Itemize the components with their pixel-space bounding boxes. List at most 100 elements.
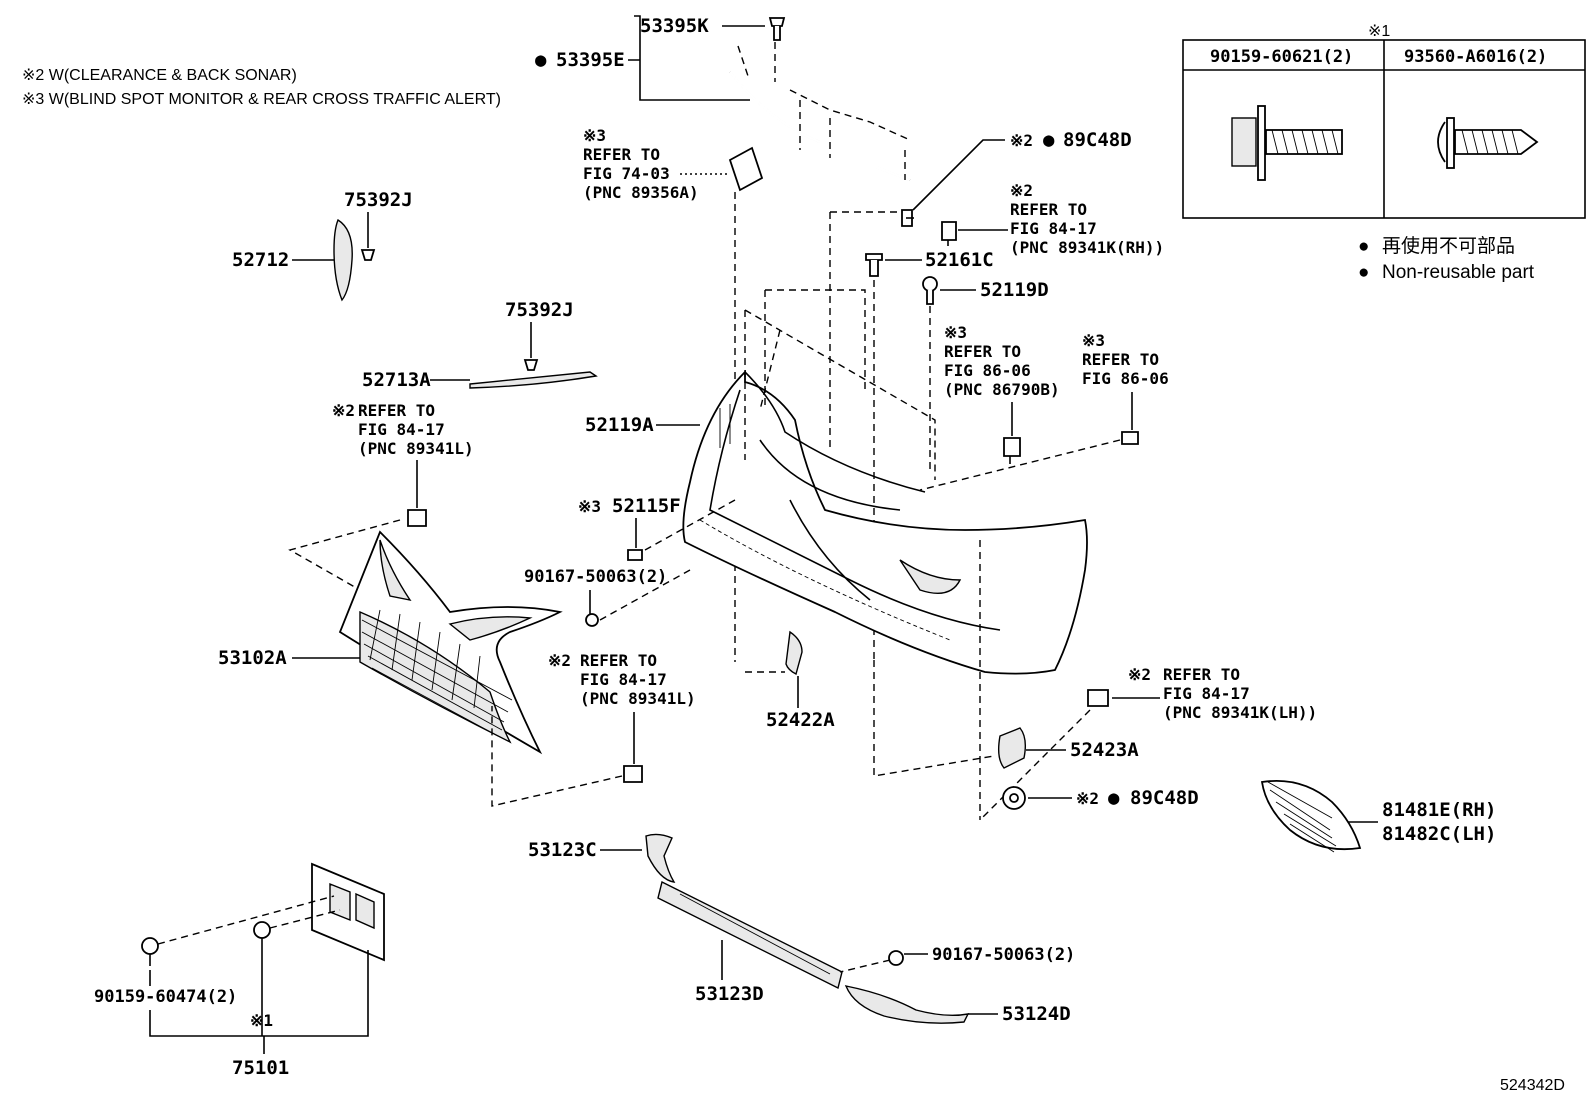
svg-text:※2: ※2	[1010, 181, 1033, 200]
legend-dot-2: ●	[1358, 262, 1369, 283]
svg-text:(PNC 89341L): (PNC 89341L)	[358, 439, 474, 458]
part-81482C: 81482C(LH)	[1382, 823, 1496, 845]
sensor-icon	[407, 509, 427, 527]
mark-89C48D-bottom: ※2	[1076, 789, 1099, 808]
part-52712: 52712	[232, 249, 289, 271]
svg-text:※3: ※3	[944, 323, 967, 342]
clip-icon	[768, 17, 786, 41]
svg-text:(PNC 89356A): (PNC 89356A)	[583, 183, 699, 202]
ref-89341K-RH: ※2 REFER TO FIG 84-17 (PNC 89341K(RH))	[1010, 181, 1164, 257]
mark-52115F: ※3	[578, 497, 601, 516]
svg-text:FIG 84-17: FIG 84-17	[580, 670, 667, 689]
mark-75101: ※1	[250, 1011, 273, 1030]
clip-icon	[360, 249, 376, 261]
svg-text:REFER TO: REFER TO	[1010, 200, 1087, 219]
ref-89356A: ※3 REFER TO FIG 74-03 (PNC 89356A)	[583, 126, 699, 202]
bracket-52422A	[785, 630, 803, 676]
part-90159-60474: 90159-60474(2)	[94, 987, 237, 1007]
garnish-53123C	[645, 833, 676, 883]
svg-text:REFER TO: REFER TO	[1082, 350, 1159, 369]
grommet-icon	[1002, 786, 1026, 810]
sensor-retainer-icon	[901, 209, 914, 227]
radiator-grille	[338, 530, 563, 755]
part-75101: 75101	[232, 1057, 289, 1079]
svg-text:※2: ※2	[548, 651, 571, 670]
note-clearance-sonar: ※2 W(CLEARANCE & BACK SONAR)	[22, 67, 297, 84]
svg-text:FIG 84-17: FIG 84-17	[1163, 684, 1250, 703]
ref-86790B: ※3 REFER TO FIG 86-06 (PNC 86790B)	[944, 323, 1060, 399]
lower-garnish-53123D	[657, 880, 843, 990]
svg-text:(PNC 89341K(RH)): (PNC 89341K(RH))	[1010, 238, 1164, 257]
bracket-52423A	[997, 727, 1027, 769]
part-52423A: 52423A	[1070, 739, 1139, 761]
part-52713A: 52713A	[362, 369, 431, 391]
lower-molding-53124D	[844, 985, 970, 1024]
svg-text:FIG 74-03: FIG 74-03	[583, 164, 670, 183]
screw-small-icon	[585, 613, 599, 627]
svg-text:※2: ※2	[1128, 665, 1151, 684]
part-53123C: 53123C	[528, 839, 597, 861]
bolt-small-icon	[253, 921, 271, 950]
svg-text:※3: ※3	[583, 126, 606, 145]
table-col-90159: 90159-60621(2)	[1210, 47, 1353, 67]
ref-89341K-LH: ※2 REFER TO FIG 84-17 (PNC 89341K(LH))	[1128, 665, 1317, 722]
svg-text:REFER TO: REFER TO	[583, 145, 660, 164]
part-53123D: 53123D	[695, 983, 764, 1005]
part-81481E: 81481E(RH)	[1382, 799, 1496, 821]
part-52422A: 52422A	[766, 709, 835, 731]
pin-icon	[865, 253, 883, 277]
part-dot-53395E: ●	[535, 49, 547, 71]
bumper-cover	[682, 369, 1088, 675]
clip-icon	[523, 359, 539, 371]
part-89C48D-bottom: 89C48D	[1130, 787, 1199, 809]
table-col-93560: 93560-A6016(2)	[1404, 47, 1547, 67]
legend-jp: 再使用不可部品	[1382, 235, 1515, 257]
svg-text:(PNC 86790B): (PNC 86790B)	[944, 380, 1060, 399]
part-52161C: 52161C	[925, 249, 994, 271]
part-52119A: 52119A	[585, 414, 654, 436]
legend-en: Non-reusable part	[1382, 262, 1535, 283]
ref-86-06: ※3 REFER TO FIG 86-06	[1082, 331, 1169, 388]
part-90167-a: 90167-50063(2)	[524, 567, 667, 587]
license-bracket	[311, 862, 385, 962]
screw-icon	[1437, 117, 1539, 169]
part-53102A: 53102A	[218, 647, 287, 669]
mark-89C48D-top: ※2	[1010, 131, 1033, 150]
bracket-icon	[627, 549, 643, 561]
camera-cover-icon	[728, 146, 764, 192]
part-53124D: 53124D	[1002, 1003, 1071, 1025]
svg-text:(PNC 89341K(LH)): (PNC 89341K(LH))	[1163, 703, 1317, 722]
svg-text:FIG 86-06: FIG 86-06	[944, 361, 1031, 380]
svg-text:REFER TO: REFER TO	[358, 401, 435, 420]
dot-89C48D-bottom: ●	[1108, 787, 1120, 809]
fastener-table	[1182, 39, 1586, 219]
table-mark: ※1	[1368, 23, 1390, 40]
fog-lamp-cover	[1260, 780, 1362, 853]
connector-icon	[1121, 431, 1139, 445]
figure-id: 524342D	[1500, 1077, 1565, 1094]
side-garnish-rh	[333, 218, 353, 302]
part-53395K: 53395K	[640, 15, 709, 37]
dot-89C48D-top: ●	[1043, 129, 1055, 151]
svg-text:REFER TO: REFER TO	[580, 651, 657, 670]
part-52119D: 52119D	[980, 279, 1049, 301]
part-89C48D-top: 89C48D	[1063, 129, 1132, 151]
sensor-icon	[623, 765, 643, 783]
part-53395E: 53395E	[556, 49, 625, 71]
bolt-small-icon	[141, 937, 159, 966]
svg-text:※2: ※2	[332, 401, 355, 420]
legend-dot-1: ●	[1358, 236, 1369, 257]
svg-text:REFER TO: REFER TO	[944, 342, 1021, 361]
bolt-icon	[1231, 105, 1343, 181]
part-52115F: 52115F	[612, 495, 681, 517]
svg-text:REFER TO: REFER TO	[1163, 665, 1240, 684]
svg-text:FIG 86-06: FIG 86-06	[1082, 369, 1169, 388]
ref-89341L-upper: ※2 REFER TO FIG 84-17 (PNC 89341L)	[332, 401, 474, 458]
note-blind-spot: ※3 W(BLIND SPOT MONITOR & REAR CROSS TRA…	[22, 91, 501, 108]
sensor-icon	[941, 221, 957, 246]
ref-89341L-lower: ※2 REFER TO FIG 84-17 (PNC 89341L)	[548, 651, 696, 708]
radar-sensor-icon	[1003, 437, 1021, 464]
part-75392J-b: 75392J	[505, 299, 574, 321]
part-90167-b: 90167-50063(2)	[932, 945, 1075, 965]
